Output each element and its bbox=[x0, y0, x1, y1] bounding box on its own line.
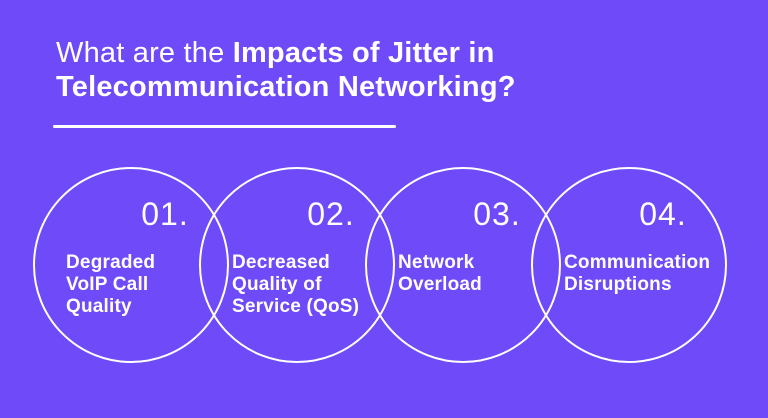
impact-number-2: 02. bbox=[307, 196, 355, 232]
impact-number-3: 03. bbox=[473, 196, 521, 232]
impact-label-4: Communication Disruptions bbox=[564, 252, 710, 296]
impact-circle-1: 01. Degraded VoIP Call Quality bbox=[33, 167, 229, 363]
impact-label-1-line-1: Degraded bbox=[66, 252, 156, 273]
impact-label-1-line-3: Quality bbox=[66, 296, 132, 317]
title-regular-text: What are the bbox=[56, 37, 233, 69]
impact-label-2-line-1: Decreased bbox=[232, 252, 330, 273]
impact-label-3: Network Overload bbox=[398, 252, 482, 296]
impact-label-4-line-2: Disruptions bbox=[564, 274, 672, 295]
impact-label-3-line-1: Network bbox=[398, 252, 475, 273]
impact-label-2-line-2: Quality of bbox=[232, 274, 322, 295]
impact-label-4-line-1: Communication bbox=[564, 252, 711, 273]
impact-label-3-line-2: Overload bbox=[398, 274, 482, 295]
impact-label-1-line-2: VoIP Call bbox=[66, 274, 149, 295]
impact-circle-2: 02. Decreased Quality of Service (QoS) bbox=[199, 167, 395, 363]
impact-label-2-line-3: Service (QoS) bbox=[232, 296, 360, 317]
title-bold-line-2: Telecommunication Networking? bbox=[56, 71, 516, 103]
impact-label-2: Decreased Quality of Service (QoS) bbox=[232, 252, 359, 318]
impact-number-1: 01. bbox=[141, 196, 189, 232]
title-underline bbox=[53, 125, 396, 128]
title-bold-line-1: Impacts of Jitter in bbox=[232, 37, 495, 69]
impact-number-4: 04. bbox=[639, 196, 687, 232]
impact-label-1: Degraded VoIP Call Quality bbox=[66, 252, 155, 318]
impact-circle-4: 04. Communication Disruptions bbox=[531, 167, 727, 363]
